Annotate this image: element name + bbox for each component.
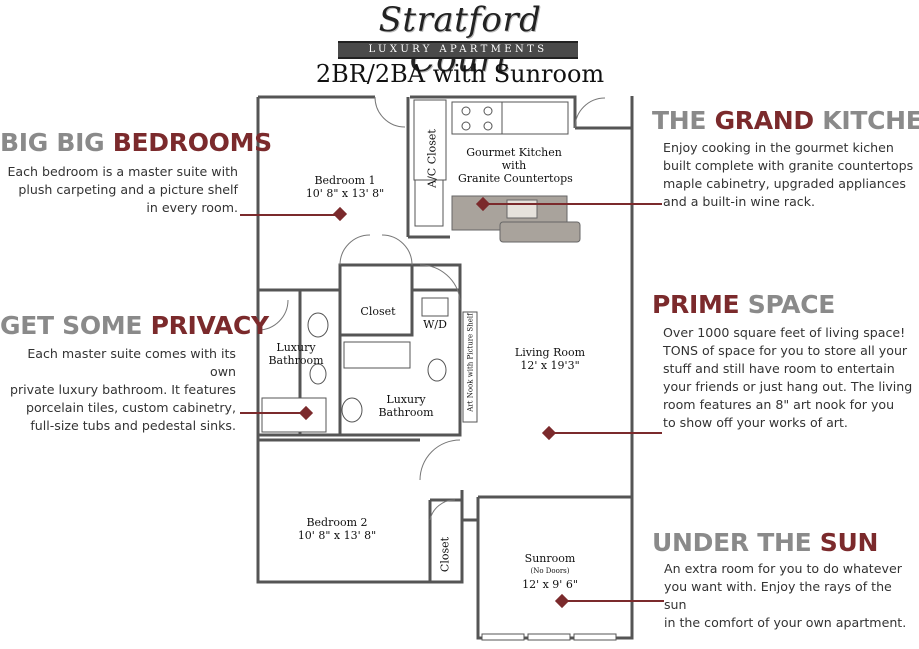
heading-accent: BEDROOMS (112, 128, 272, 157)
feature-line: stuff and still have room to entertain (663, 361, 895, 376)
kitchen-label-1: Gourmet Kitchen (466, 146, 562, 159)
feature-kitchen-heading: THE GRAND KITCHEN (652, 106, 919, 135)
kitchen-label-3: Granite Countertops (458, 172, 573, 185)
upper-cabinet (501, 101, 569, 135)
feature-line: your friends or just hang out. The livin… (663, 379, 913, 394)
heading-tail: KITCHEN (822, 106, 919, 135)
feature-line: you want with. Enjoy the rays of the sun (664, 579, 892, 612)
room-living: Living Room 12' x 19'3" (508, 346, 592, 372)
granite-island (499, 221, 581, 243)
feature-sun-text: An extra room for you to do whatever you… (664, 560, 918, 632)
feature-bedrooms-text: Each bedroom is a master suite with plus… (0, 163, 238, 217)
bath-right-label-1: Luxury (386, 393, 426, 406)
feature-line: Each bedroom is a master suite with (7, 164, 238, 179)
feature-line: Over 1000 square feet of living space! (663, 325, 906, 340)
room-closet2: Closet (438, 536, 452, 573)
art-nook-shelf (462, 311, 478, 423)
wall (258, 263, 462, 292)
heading-accent: SUN (819, 528, 879, 557)
room-bedroom1: Bedroom 1 10' 8" x 13' 8" (300, 174, 390, 200)
feature-privacy-text: Each master suite comes with its own pri… (0, 345, 236, 435)
feature-sun-heading: UNDER THE SUN (652, 528, 878, 557)
feature-line: built complete with granite countertops (663, 158, 914, 173)
door-arc (429, 499, 456, 521)
bath-left-label-2: Bathroom (268, 354, 324, 367)
toilet-left (309, 363, 327, 385)
heading-plain: BIG BIG (0, 128, 113, 157)
room-name: Bedroom 2 (306, 516, 368, 529)
bathtub-right (343, 341, 411, 369)
feature-line: full-size tubs and pedestal sinks. (30, 418, 236, 433)
feature-line: An extra room for you to do whatever (664, 561, 902, 576)
room-kitchen: Gourmet Kitchen with Granite Countertops (458, 146, 573, 185)
room-luxury-bath-right: Luxury Bathroom (375, 393, 437, 419)
feature-line: room features an 8" art nook for you (663, 397, 895, 412)
toilet-right (427, 358, 447, 382)
feature-privacy-heading: GET SOME PRIVACY (0, 311, 269, 340)
wall (476, 495, 610, 520)
feature-line: private luxury bathroom. It features (10, 382, 236, 397)
door-arc (419, 264, 461, 301)
feature-kitchen-text: Enjoy cooking in the gourmet kichen buil… (663, 139, 917, 211)
door-arc (374, 96, 406, 128)
feature-space-heading: PRIME SPACE (652, 290, 835, 319)
bath-right-label-2: Bathroom (378, 406, 434, 419)
heading-tail: SPACE (747, 290, 836, 319)
ac-unit (413, 99, 447, 181)
brand-tagline: LUXURY APARTMENTS (338, 41, 578, 59)
heading-plain: THE (652, 106, 715, 135)
feature-bedrooms-heading: BIG BIG BEDROOMS (0, 128, 272, 157)
art-nook-label: Art Nook with Picture Shelf (466, 313, 475, 412)
feature-line: in the comfort of your own apartment. (664, 615, 907, 630)
heading-accent: PRIVACY (150, 311, 270, 340)
room-size: 12' x 19'3" (520, 359, 580, 372)
room-size: 10' 8" x 13' 8" (305, 187, 385, 200)
room-wd: W/D (423, 318, 447, 331)
feature-line: Enjoy cooking in the gourmet kichen (663, 140, 894, 155)
feature-line: plush carpeting and a picture shelf (18, 182, 238, 197)
wall (338, 265, 414, 337)
heading-accent: PRIME (652, 290, 748, 319)
feature-line: maple cabinetry, upgraded appliances (663, 176, 906, 191)
outer-wall (256, 95, 634, 640)
heading-accent: GRAND (714, 106, 815, 135)
wall (428, 498, 462, 582)
door-arc (419, 439, 461, 481)
stove (451, 101, 503, 135)
bath-left-label-1: Luxury (276, 341, 316, 354)
sink-left (307, 312, 329, 338)
heading-plain: GET SOME (0, 311, 151, 340)
room-sunroom: Sunroom (No Doors) 12' x 9' 6" (512, 552, 588, 591)
feature-line: porcelain tiles, custom cabinetry, (25, 400, 236, 415)
door-arc (381, 234, 413, 266)
plan-title: 2BR/2BA with Sunroom (315, 60, 605, 88)
room-name: Bedroom 1 (314, 174, 376, 187)
washer (421, 297, 449, 317)
door-arc (257, 299, 289, 331)
bathtub-left (261, 397, 327, 433)
heading-plain: UNDER THE (652, 528, 820, 557)
feature-line: in every room. (146, 200, 238, 215)
feature-line: and a built-in wine rack. (663, 194, 816, 209)
feature-line: TONS of space for you to store all your (663, 343, 908, 358)
room-size: 12' x 9' 6" (522, 578, 578, 591)
door-arc (574, 97, 606, 129)
feature-line: Each master suite comes with its own (27, 346, 236, 379)
room-name: Living Room (514, 346, 586, 359)
feature-line: to show off your works of art. (663, 415, 848, 430)
room-luxury-bath-left: Luxury Bathroom (265, 341, 327, 367)
feature-space-text: Over 1000 square feet of living space! T… (663, 324, 917, 432)
room-name: Sunroom (524, 552, 576, 565)
room-size: 10' 8" x 13' 8" (297, 529, 377, 542)
room-ac-closet: A/C Closet (425, 129, 439, 188)
room-bedroom2: Bedroom 2 10' 8" x 13' 8" (292, 516, 382, 542)
room-note: (No Doors) (530, 567, 570, 575)
door-arc (339, 234, 371, 266)
wall (340, 288, 462, 437)
kitchen-label-2: with (501, 159, 527, 172)
room-closet: Closet (360, 305, 396, 318)
sink-right (341, 397, 363, 423)
